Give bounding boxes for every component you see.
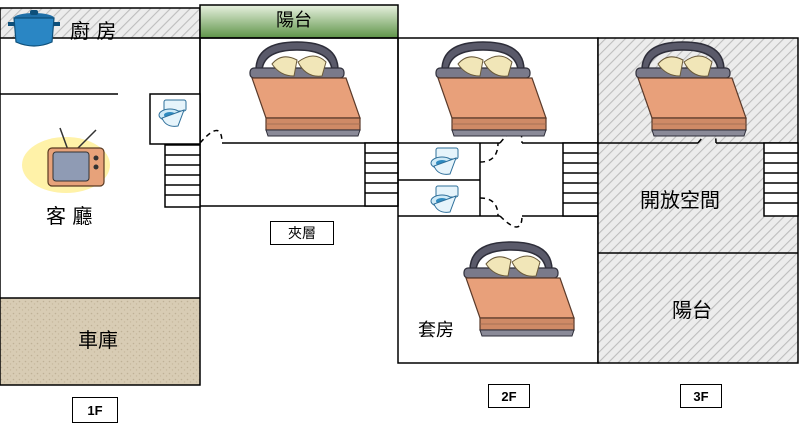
stairs-icon: [364, 142, 399, 207]
living-room-label: 客 廳: [46, 204, 93, 228]
stairs-icon: [164, 144, 201, 208]
bed-icon: [435, 41, 547, 137]
stairs-icon: [562, 142, 599, 217]
bed-icon: [463, 241, 575, 337]
suite-label: 套房: [418, 320, 454, 341]
stairs-icon: [763, 142, 799, 217]
floor-tag-3f: 3F: [680, 384, 722, 408]
bed-icon: [249, 41, 361, 137]
open-space-label: 開放空間: [640, 188, 720, 212]
toilet-icon: [430, 185, 459, 213]
floor-tag-2f: 2F: [488, 384, 530, 408]
mezzanine-label: 夾層: [270, 221, 334, 245]
balcony-top-label: 陽台: [276, 10, 312, 31]
floor-tag-1f: 1F: [72, 397, 118, 423]
tv-icon: [22, 127, 110, 193]
pot-icon: [8, 10, 60, 47]
garage-label: 車庫: [78, 328, 118, 352]
kitchen-label: 廚 房: [70, 19, 117, 43]
balcony-3f-label: 陽台: [672, 298, 712, 322]
toilet-icon: [430, 147, 459, 175]
